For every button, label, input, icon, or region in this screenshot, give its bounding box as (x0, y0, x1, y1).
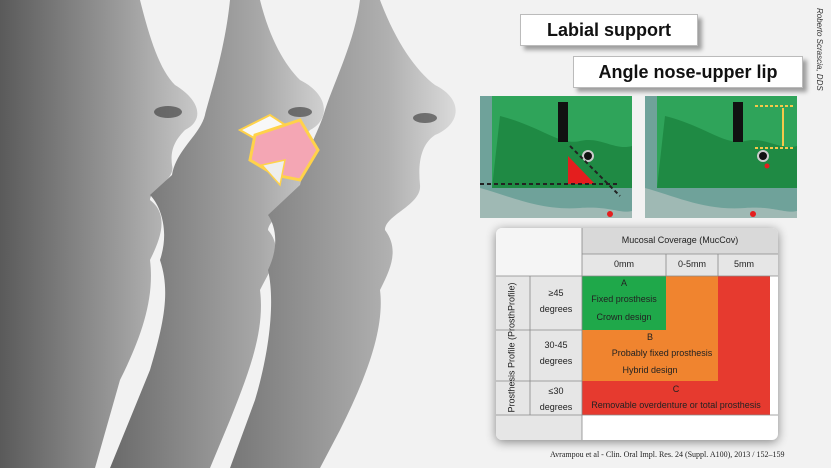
row-unit-1: degrees (539, 304, 573, 314)
zone-b-line2: Hybrid design (622, 365, 678, 375)
cbct-scan-distance (645, 96, 797, 218)
nostril-shadow (288, 107, 312, 117)
face-profile-1 (0, 0, 198, 468)
decision-table: Mucosal Coverage (MucCov) 0mm 0-5mm 5mm … (496, 228, 778, 440)
zone-a-green (582, 276, 666, 330)
labial-support-title: Labial support (520, 14, 698, 46)
zone-red-5mm (718, 276, 770, 381)
row-angle-2: 30-45 (544, 340, 568, 350)
mucosal-coverage-header: Mucosal Coverage (MucCov) (621, 235, 739, 245)
zone-c-letter: C (672, 384, 680, 394)
nostril-shadow (154, 106, 182, 118)
row-unit-2: degrees (539, 356, 573, 366)
author-credit: Roberto Scrascia, DDS (815, 8, 824, 91)
column-header-0-5mm: 0-5mm (677, 259, 706, 269)
nostril-shadow (413, 113, 437, 123)
face-profiles-illustration (0, 0, 456, 468)
row-angle-3: ≤30 (548, 386, 564, 396)
zone-a-line2: Crown design (596, 312, 652, 322)
zone-c-line1: Removable overdenture or total prosthesi… (591, 400, 761, 410)
face-profile-3 (230, 0, 456, 468)
denture-prosthesis-overlay (237, 113, 320, 187)
cbct-scan-angle (480, 96, 632, 218)
zone-orange-0-5 (666, 276, 718, 330)
zone-a-line1: Fixed prosthesis (591, 294, 657, 304)
row-angle-1: ≥45 (548, 288, 564, 298)
prosthesis-profile-header: Prosthesis Profile (ProsthProfile) (506, 282, 517, 413)
zone-c-red (582, 381, 770, 415)
zone-a-letter: A (620, 278, 627, 288)
citation: Avrampou et al - Clin. Oral Impl. Res. 2… (550, 450, 785, 459)
table-grid (496, 228, 778, 440)
column-header-0mm: 0mm (614, 259, 634, 269)
zone-b-orange (582, 330, 718, 381)
zone-b-line1: Probably fixed prosthesis (611, 348, 713, 358)
angle-nose-upper-lip-title: Angle nose-upper lip (573, 56, 803, 88)
column-header-5mm: 5mm (734, 259, 754, 269)
row-unit-3: degrees (539, 402, 573, 412)
zone-b-letter: B (646, 332, 653, 342)
